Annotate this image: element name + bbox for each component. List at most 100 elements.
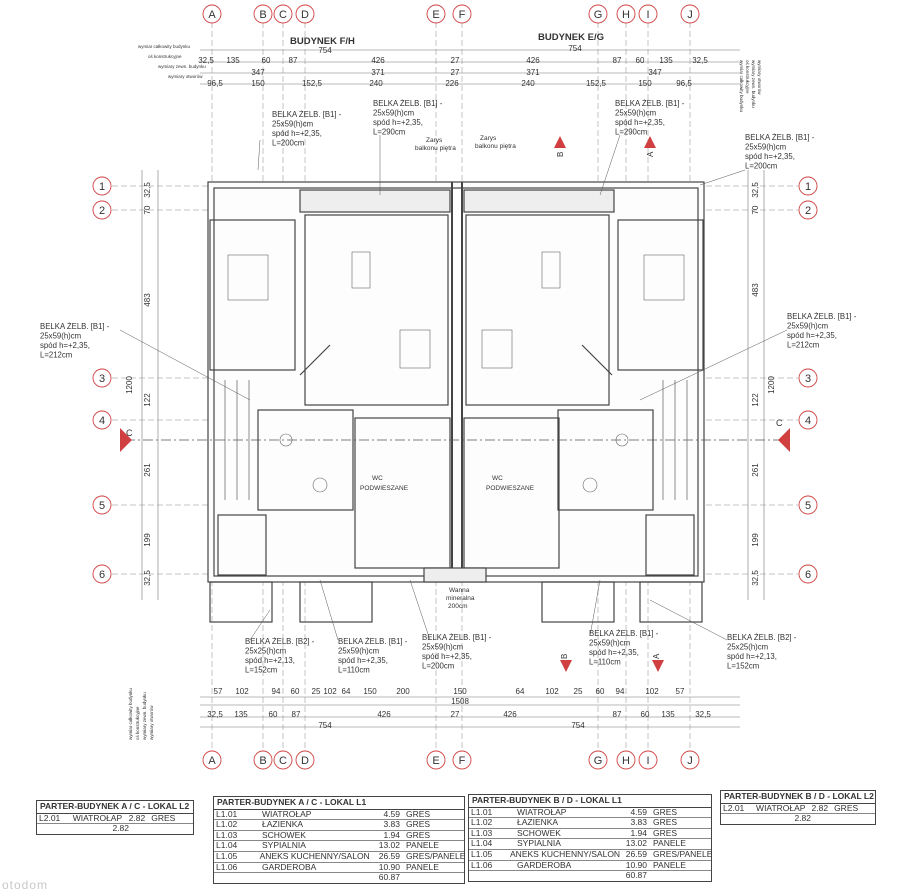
beam-title: BELKA ŻELB. [B1] - <box>338 637 408 646</box>
beam-length: L=152cm <box>245 666 277 675</box>
dimension-value: 94 <box>272 687 281 696</box>
wanna-label-2: mineralna <box>446 595 475 602</box>
beam-spod: spód h=+2,35, <box>589 648 639 657</box>
table-cell-name: SYPIALNIA <box>517 838 561 849</box>
table-row: 2.82 <box>721 814 875 824</box>
table-cell-id: L1.05 <box>471 848 493 859</box>
table-cell-id <box>721 814 767 824</box>
beam-spod: spód h=+2,35, <box>40 341 90 350</box>
dimension-value: 426 <box>526 56 540 65</box>
beam-title: BELKA ŻELB. [B1] - <box>373 99 443 108</box>
grid-number: 4 <box>805 415 811 427</box>
dimension-value: 102 <box>235 687 249 696</box>
grid-bubble-g: G <box>588 4 608 24</box>
table-cell-id: L1.05 <box>216 850 238 861</box>
grid-number: 5 <box>805 500 811 512</box>
beam-length: L=200cm <box>272 139 304 148</box>
grid-number: 1 <box>805 181 811 193</box>
grid-bubble-3: 3 <box>92 368 112 388</box>
grid-bubble-d: D <box>295 4 315 24</box>
dimension-value: 60 <box>262 56 271 65</box>
dimension-value: 27 <box>451 68 460 77</box>
grid-letter: I <box>646 755 649 767</box>
grid-bubble-e: E <box>426 750 446 770</box>
table-cell-id: L1.06 <box>216 861 238 872</box>
section-letter-c-right: C <box>776 418 783 428</box>
grid-bubble-i: I <box>638 4 658 24</box>
table-row: 60.87 <box>469 871 711 881</box>
dimension-side-label: wymiar całkowity budynku <box>138 44 191 49</box>
table-cell-id: L2.01 <box>39 812 61 823</box>
grid-number: 6 <box>805 569 811 581</box>
table-cell-name: SYPIALNIA <box>262 840 306 851</box>
table-cell-finish <box>132 824 193 834</box>
beam-title: BELKA ŻELB. [B1] - <box>422 633 492 642</box>
dimension-value: 483 <box>143 293 152 307</box>
table-cell-finish: PANELE <box>406 840 439 851</box>
beam-spod: spód h=+2,35, <box>272 129 322 138</box>
table-cell-id <box>214 873 260 883</box>
table-cell-id: L1.01 <box>471 806 493 817</box>
dimension-value: 199 <box>143 533 152 547</box>
table-cell-id: L1.02 <box>216 819 238 830</box>
dimension-value: 64 <box>516 687 525 696</box>
grid-number: 3 <box>805 373 811 385</box>
table-cell-area: 10.90 <box>625 859 647 870</box>
dimension-value: 240 <box>369 79 383 88</box>
dimension-value: 261 <box>751 463 760 477</box>
grid-letter: B <box>259 9 266 21</box>
dimension-value: 152,5 <box>302 79 323 88</box>
grid-bubble-h: H <box>616 4 636 24</box>
grid-bubble-a: A <box>202 4 222 24</box>
dimension-side-label: oś konstrukcyjne <box>148 54 182 59</box>
grid-bubble-b: B <box>253 4 273 24</box>
table-title: PARTER-BUDYNEK A / C - LOKAL L2 <box>37 801 193 814</box>
dimension-side-label: wymiary zewn. budynku <box>158 64 206 69</box>
table-cell-area: 60.87 <box>378 872 400 883</box>
dimension-value: 754 <box>568 44 582 53</box>
dimension-value: 122 <box>143 393 152 407</box>
dimension-value: 102 <box>323 687 337 696</box>
dimension-value: 122 <box>751 393 760 407</box>
table-cell-finish: PANELE <box>653 859 686 870</box>
dimension-value: 754 <box>318 46 332 55</box>
dimension-value: 347 <box>251 68 265 77</box>
dimension-value: 102 <box>645 687 659 696</box>
dimension-value: 102 <box>545 687 559 696</box>
dimension-side-label: wymiary otworów <box>757 60 762 95</box>
dimension-value: 70 <box>143 205 152 214</box>
section-letter-b-top: B <box>556 152 565 157</box>
dimension-value: 64 <box>342 687 351 696</box>
table-cell-area: 13.02 <box>378 840 400 851</box>
table-cell-id: L1.06 <box>471 859 493 870</box>
table-cell-area: 26.59 <box>625 848 647 859</box>
beam-spod: spód h=+2,35, <box>373 118 423 127</box>
beam-size: 25x59(h)cm <box>373 109 414 118</box>
dimension-value: 60 <box>269 710 278 719</box>
beam-size: 25x59(h)cm <box>589 639 630 648</box>
grid-letter: J <box>687 755 693 767</box>
grid-bubble-j: J <box>680 4 700 24</box>
dimension-side-label: wymiar całkowity budynku <box>739 60 744 113</box>
beam-title: BELKA ŻELB. [B1] - <box>589 629 659 638</box>
grid-letter: A <box>208 755 216 767</box>
section-marker-a-top <box>644 136 656 148</box>
beam-size: 25x59(h)cm <box>338 647 379 656</box>
top-dimension-lines <box>141 49 765 728</box>
grid-number: 6 <box>99 569 105 581</box>
wanna-label-1: Wanna <box>449 587 470 594</box>
section-letter-b-bottom: B <box>560 654 569 659</box>
table-cell-area: 2.82 <box>811 802 829 813</box>
dimension-value: 754 <box>318 721 332 730</box>
grid-bubble-5: 5 <box>92 495 112 515</box>
beam-spod: spód h=+2,35, <box>787 331 837 340</box>
